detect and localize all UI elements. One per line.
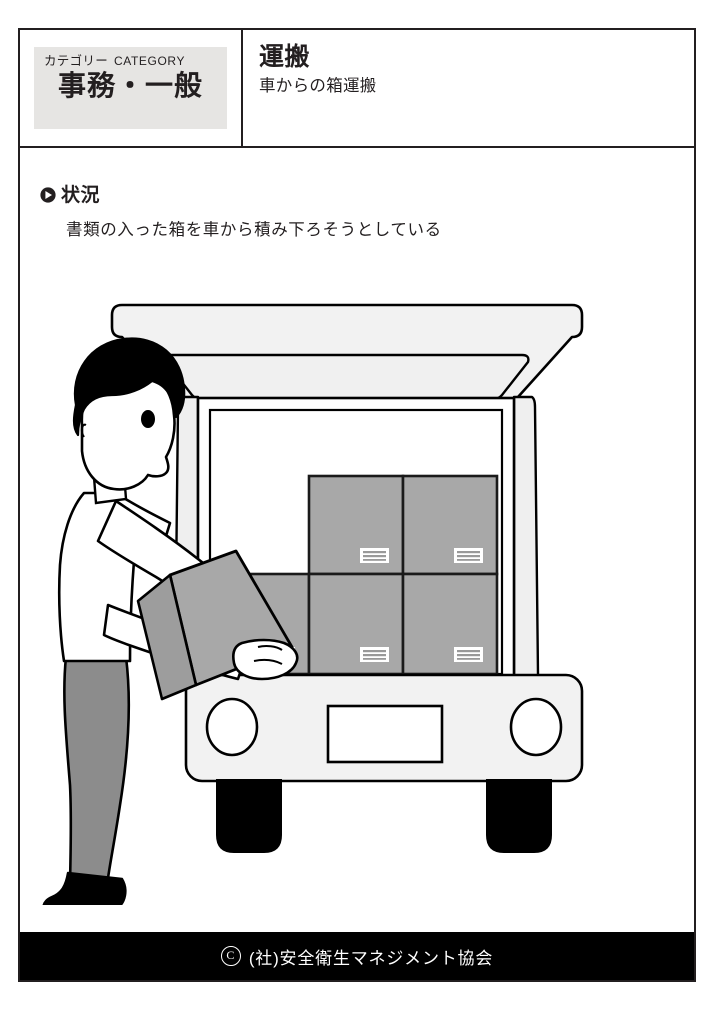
situation-heading: 状況: [40, 180, 640, 207]
category-box: カテゴリー CATEGORY 事務・一般: [34, 47, 227, 129]
box-label: [360, 647, 389, 662]
cargo-box: [307, 572, 405, 676]
box-label: [454, 548, 483, 563]
license-plate: [326, 704, 444, 764]
category-caption: カテゴリー CATEGORY: [44, 54, 217, 69]
truck-roof-inner: [164, 353, 530, 402]
worker-shoe: [42, 871, 127, 905]
worker-eye: [141, 410, 155, 428]
header: カテゴリー CATEGORY 事務・一般 運搬 車からの箱運搬: [20, 30, 694, 148]
worker-ear: [80, 423, 87, 438]
cargo-box: [401, 474, 499, 576]
worker-hair-strand: [78, 357, 122, 403]
category-caption-jp: カテゴリー: [44, 54, 109, 68]
worker-figure: [42, 337, 299, 905]
play-triangle-icon: [40, 186, 56, 203]
tire-right: [486, 779, 552, 853]
carried-box-side: [136, 573, 198, 701]
box-label: [360, 548, 389, 563]
worker-hair: [72, 337, 186, 437]
tire-left: [216, 779, 282, 853]
category-caption-en: CATEGORY: [114, 54, 186, 68]
situation-block: 状況 書類の入った箱を車から積み下ろそうとしている: [40, 180, 640, 242]
footer-bar: C (社)安全衛生マネジメント協会: [20, 932, 694, 980]
situation-text: 書類の入った箱を車から積み下ろそうとしている: [66, 221, 442, 239]
truck-lamp-right: [509, 697, 563, 757]
footer-copyright: C (社)安全衛生マネジメント協会: [220, 944, 494, 969]
page-title: 運搬: [259, 43, 311, 71]
footer-label: (社)安全衛生マネジメント協会: [248, 948, 494, 968]
content-frame: カテゴリー CATEGORY 事務・一般 運搬 車からの箱運搬 状況: [18, 28, 696, 982]
truck-pillar-right: [512, 395, 540, 685]
category-cell: カテゴリー CATEGORY 事務・一般: [20, 30, 243, 146]
worker-hand-finger: [253, 659, 283, 665]
truck-lamp-left: [205, 697, 259, 757]
page-subtitle: 車からの箱運搬: [259, 76, 377, 95]
situation-heading-label: 状況: [61, 185, 101, 206]
truck-unloading-illustration: [20, 265, 694, 905]
box-stack-top-row: [307, 474, 499, 576]
copyright-icon: C: [220, 946, 241, 966]
cargo-box: [307, 474, 405, 576]
category-name: 事務・一般: [57, 69, 203, 101]
worker-pants: [63, 655, 131, 895]
title-cell: 運搬 車からの箱運搬: [243, 30, 694, 146]
cargo-box: [401, 572, 499, 676]
worker-hand-finger: [257, 645, 283, 651]
box-label: [454, 647, 483, 662]
